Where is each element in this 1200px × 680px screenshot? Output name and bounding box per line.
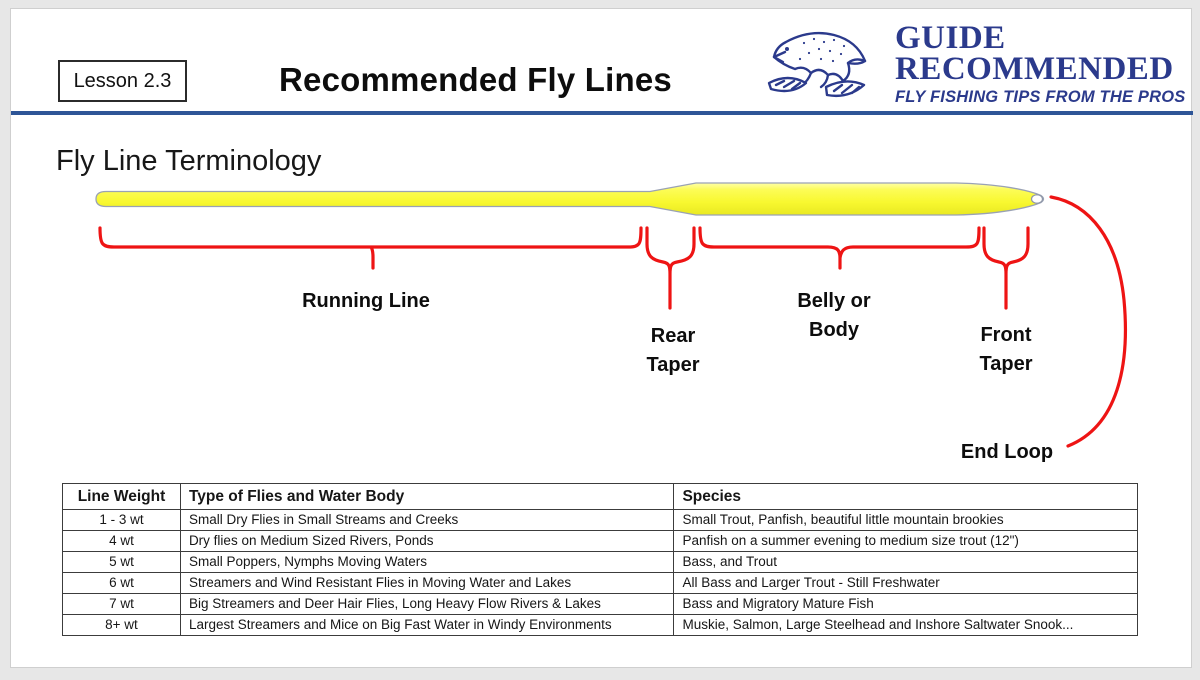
rear-taper-brace [645, 226, 696, 310]
cell-species: Bass, and Trout [673, 551, 1138, 573]
cell-species: Small Trout, Panfish, beautiful little m… [673, 509, 1138, 531]
lesson-badge-label: Lesson 2.3 [73, 69, 172, 92]
front-taper-brace [982, 226, 1030, 310]
cell-species: All Bass and Larger Trout - Still Freshw… [673, 572, 1138, 594]
belly-bracket [698, 226, 981, 270]
cell-flies-water: Small Dry Flies in Small Streams and Cre… [179, 509, 675, 531]
cell-line-weight: 1 - 3 wt [62, 509, 181, 531]
label-running-line: Running Line [302, 290, 430, 312]
cell-species: Muskie, Salmon, Large Steelhead and Insh… [673, 614, 1138, 636]
cell-flies-water: Big Streamers and Deer Hair Flies, Long … [179, 593, 675, 615]
cell-flies-water: Small Poppers, Nymphs Moving Waters [179, 551, 675, 573]
label-belly-body: Belly or Body [797, 290, 871, 341]
col-header-flies-water: Type of Flies and Water Body [179, 483, 675, 510]
table-row: 7 wt Big Streamers and Deer Hair Flies, … [62, 593, 1138, 615]
cell-line-weight: 8+ wt [62, 614, 181, 636]
label-rear-taper: Rear Taper [646, 325, 700, 376]
cell-line-weight: 6 wt [62, 572, 181, 594]
section-heading: Fly Line Terminology [56, 145, 322, 177]
page-title: Recommended Fly Lines [279, 61, 672, 98]
cell-species: Panfish on a summer evening to medium si… [673, 530, 1138, 552]
end-loop-curve [1049, 195, 1128, 448]
cell-flies-water: Streamers and Wind Resistant Flies in Mo… [179, 572, 675, 594]
table-header-row: Line Weight Type of Flies and Water Body… [62, 483, 1138, 510]
label-end-loop: End Loop [960, 441, 1054, 463]
header-divider-rule [11, 111, 1193, 115]
col-header-species: Species [673, 483, 1138, 510]
brand-name-line2: RECOMMENDED [895, 51, 1174, 87]
table-row: 1 - 3 wt Small Dry Flies in Small Stream… [62, 509, 1138, 531]
cell-flies-water: Dry flies on Medium Sized Rivers, Ponds [179, 530, 675, 552]
brand-wordmark: GUIDE RECOMMENDED FLY FISHING TIPS FROM … [895, 20, 1186, 107]
end-loop-ring [1030, 194, 1044, 204]
table-row: 4 wt Dry flies on Medium Sized Rivers, P… [62, 530, 1138, 552]
table-row: 6 wt Streamers and Wind Resistant Flies … [62, 572, 1138, 594]
table-row: 5 wt Small Poppers, Nymphs Moving Waters… [62, 551, 1138, 573]
cell-flies-water: Largest Streamers and Mice on Big Fast W… [179, 614, 675, 636]
brand-logo: GUIDE RECOMMENDED FLY FISHING TIPS FROM … [763, 20, 1186, 109]
cell-line-weight: 7 wt [62, 593, 181, 615]
fly-line-shape [95, 182, 1045, 216]
brand-name-line1: GUIDE [895, 20, 1006, 56]
fish-logo-icon [767, 31, 867, 98]
line-weight-table: Line Weight Type of Flies and Water Body… [62, 483, 1138, 636]
cell-line-weight: 5 wt [62, 551, 181, 573]
table-row: 8+ wt Largest Streamers and Mice on Big … [62, 614, 1138, 636]
brand-tagline: FLY FISHING TIPS FROM THE PROS [895, 88, 1186, 106]
cell-species: Bass and Migratory Mature Fish [673, 593, 1138, 615]
cell-line-weight: 4 wt [62, 530, 181, 552]
label-front-taper: Front Taper [979, 324, 1033, 375]
lesson-badge: Lesson 2.3 [58, 60, 187, 102]
running-line-bracket [98, 226, 643, 270]
col-header-line-weight: Line Weight [62, 483, 181, 510]
